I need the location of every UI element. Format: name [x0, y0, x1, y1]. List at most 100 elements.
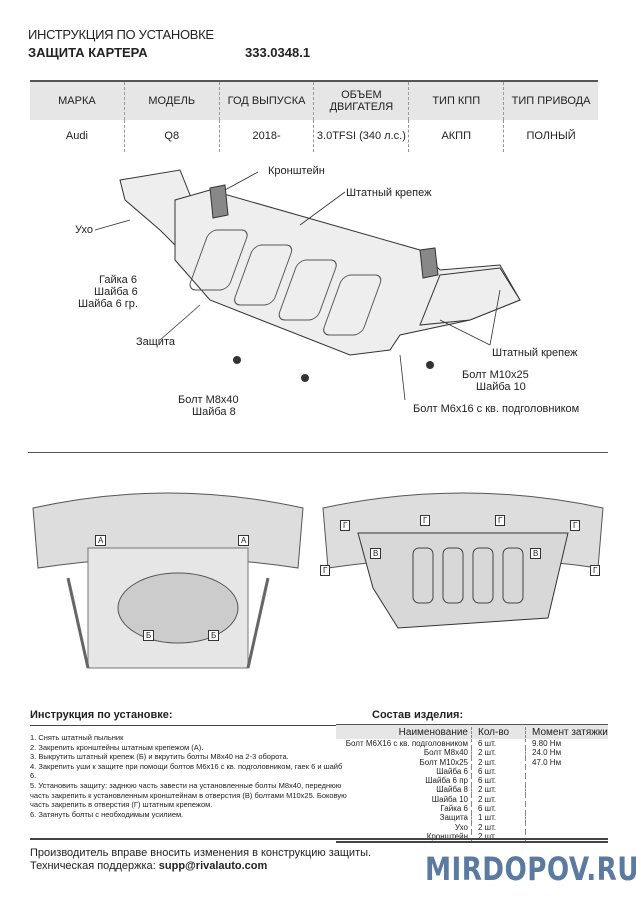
part-name: Болт М10х25 [336, 757, 472, 767]
label-m6: Болт М6х16 с кв. подголовником [413, 403, 580, 415]
part-qty: 2 шт. [472, 794, 526, 805]
doc-title: ИНСТРУКЦИЯ ПО УСТАНОВКЕ [28, 27, 214, 42]
product-name: ЗАЩИТА КАРТЕРА [28, 45, 148, 60]
label-ear: Ухо [75, 224, 93, 236]
part-name: Шайба 6 пр [336, 776, 472, 786]
article-number: 333.0348.1 [245, 45, 311, 60]
spec-header: ГОД ВЫПУСКА [220, 82, 315, 120]
instructions-title: Инструкция по установке: [30, 709, 173, 721]
part-name: Кронштейн [336, 831, 472, 842]
instruction-step: 6. Затянуть болты с необходимым усилием. [30, 809, 184, 819]
label-std-fastener: Штатный крепеж [346, 187, 432, 199]
label-std-fastener-2: Штатный крепеж [492, 347, 578, 359]
notice: Производитель вправе вносить изменения в… [30, 847, 372, 859]
label-nut: Гайка 6 [99, 274, 137, 286]
part-torque [526, 804, 608, 813]
part-torque [526, 823, 608, 832]
part-qty: 6 шт. [472, 766, 526, 777]
col-qty: Кол-во [472, 726, 526, 738]
ear-right [419, 267, 521, 326]
instruction-step: 5. Установить защиту: заднюю часть завес… [30, 780, 347, 810]
watermark: MIRDOPOV.RU [425, 850, 636, 888]
part-torque: 47.0 Нм [532, 757, 562, 767]
support: Техническая поддержка: supp@rivalauto.co… [30, 860, 267, 872]
spec-header: МАРКА [30, 82, 125, 120]
spec-header: ТИП КПП [409, 82, 505, 120]
label-w10: Шайба 10 [476, 381, 526, 393]
part-torque [526, 795, 608, 804]
instruction-step: 3. Выкрутить штатный крепеж (Б) и вкрути… [30, 752, 289, 762]
label-m8: Болт М8х40 [178, 394, 239, 406]
spec-value: Q8 [125, 120, 220, 152]
part-qty: 2 шт. [472, 748, 526, 758]
divider [28, 452, 608, 453]
photo-marker: Б [208, 630, 220, 641]
part-torque: 9.80 Нм [532, 739, 562, 748]
spec-value: Audi [30, 120, 125, 152]
part-qty: 6 шт. [472, 804, 526, 814]
part-qty: 2 шт. [472, 831, 526, 842]
support-label: Техническая поддержка: [30, 860, 159, 872]
support-email[interactable]: supp@rivalauto.com [158, 860, 268, 872]
instruction-step: 2. Закрепить кронштейны штатным крепежом… [30, 742, 204, 752]
photo-marker: В [530, 548, 542, 559]
photo-after [322, 492, 604, 629]
part-name: Болт М8х40 [336, 748, 472, 758]
spec-value: ПОЛНЫЙ [526, 130, 576, 142]
photo-marker: Г [570, 520, 581, 531]
label-washer6: Шайба 6 [94, 286, 138, 298]
part-qty: 6 шт. [472, 739, 526, 749]
part-torque [526, 767, 608, 776]
part-name: Шайба 8 [336, 785, 472, 795]
photo-marker: А [238, 535, 250, 546]
part-qty: 2 шт. [472, 785, 526, 795]
photo-before [32, 492, 304, 669]
photo-marker: А [95, 535, 107, 546]
guard-drawing [94, 169, 521, 401]
part-qty: 1 шт. [472, 813, 526, 823]
spec-header: ОБЪЕМ ДВИГАТЕЛЯ [314, 82, 410, 120]
divider [30, 838, 608, 840]
col-name: Наименование [336, 726, 472, 738]
part-name: Шайба 10 [336, 794, 472, 805]
col-torque: Момент затяжки [532, 726, 608, 738]
part-name: Гайка 6 [336, 804, 472, 814]
label-w8: Шайба 8 [192, 406, 236, 418]
spec-header: МОДЕЛЬ [125, 82, 220, 120]
spec-value: 2018- [220, 120, 315, 152]
instruction-step: 4. Закрепить уши к защите при помощи бол… [30, 761, 343, 781]
part-torque: 24.0 Нм [532, 748, 562, 758]
part-torque [526, 785, 608, 794]
photo-marker: Г [340, 520, 351, 531]
photo-marker: Г [590, 565, 601, 576]
part-qty: 6 шт. [472, 776, 526, 786]
part-qty: 2 шт. [472, 822, 526, 832]
spec-header: ТИП ПРИВОДА [511, 95, 591, 107]
part-name: Шайба 6 [336, 766, 472, 777]
label-m10: Болт М10х25 [462, 369, 529, 381]
part-name: Ухо [336, 822, 472, 832]
spec-value: 3.0TFSI (340 л.с.) [314, 120, 410, 152]
part-torque [526, 776, 608, 785]
label-washer6g: Шайба 6 гр. [78, 298, 138, 310]
spec-value: АКПП [409, 120, 505, 152]
part-name: Защита [336, 813, 472, 823]
part-qty: 2 шт. [472, 757, 526, 767]
photo-marker: В [370, 548, 382, 559]
photo-marker: Г [420, 515, 431, 526]
divider [30, 725, 348, 726]
